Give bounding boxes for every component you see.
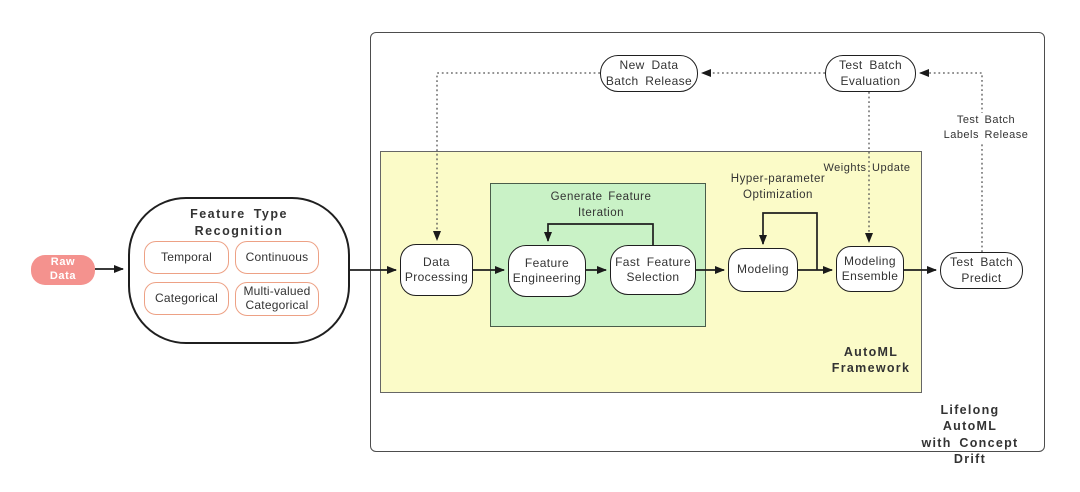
node-raw-data: Raw Data xyxy=(31,255,95,285)
node-feature-type-recognition: Feature Type Recognition Temporal Contin… xyxy=(128,197,350,344)
label-hyper-parameter-optimization: Hyper-parameter Optimization xyxy=(730,173,826,201)
label-generate-feature-iteration: Generate Feature Iteration xyxy=(550,191,652,219)
node-new-data-batch-release: New Data Batch Release xyxy=(600,55,698,92)
loop-generate-feature-iteration xyxy=(544,223,654,245)
label-automl-framework: AutoML Framework xyxy=(831,345,911,376)
node-test-batch-evaluation: Test Batch Evaluation xyxy=(825,55,916,92)
label-weights-update: Weights Update xyxy=(823,162,911,174)
node-continuous: Continuous xyxy=(235,241,319,274)
label-test-batch-labels-release: Test Batch Labels Release xyxy=(940,113,1032,143)
node-fast-feature-selection: Fast Feature Selection xyxy=(610,245,696,295)
node-data-processing: Data Processing xyxy=(400,244,473,296)
lifelong-automl-boundary xyxy=(370,32,1045,452)
node-modeling: Modeling xyxy=(728,248,798,292)
node-modeling-ensemble: Modeling Ensemble xyxy=(836,246,904,292)
label-lifelong-automl-with-concept-drift: Lifelong AutoML with Concept Drift xyxy=(921,403,1019,466)
node-categorical: Categorical xyxy=(144,282,229,315)
node-feature-engineering: Feature Engineering xyxy=(508,245,586,297)
node-temporal: Temporal xyxy=(144,241,229,274)
node-multi-valued-categorical: Multi-valued Categorical xyxy=(235,282,319,316)
loop-hyper-parameter-optimization xyxy=(759,212,818,270)
feature-type-recognition-title: Feature Type Recognition xyxy=(190,207,288,238)
node-test-batch-predict: Test Batch Predict xyxy=(940,252,1023,289)
dotted-testbatchpredict-to-testbatchevaluation xyxy=(919,69,983,252)
